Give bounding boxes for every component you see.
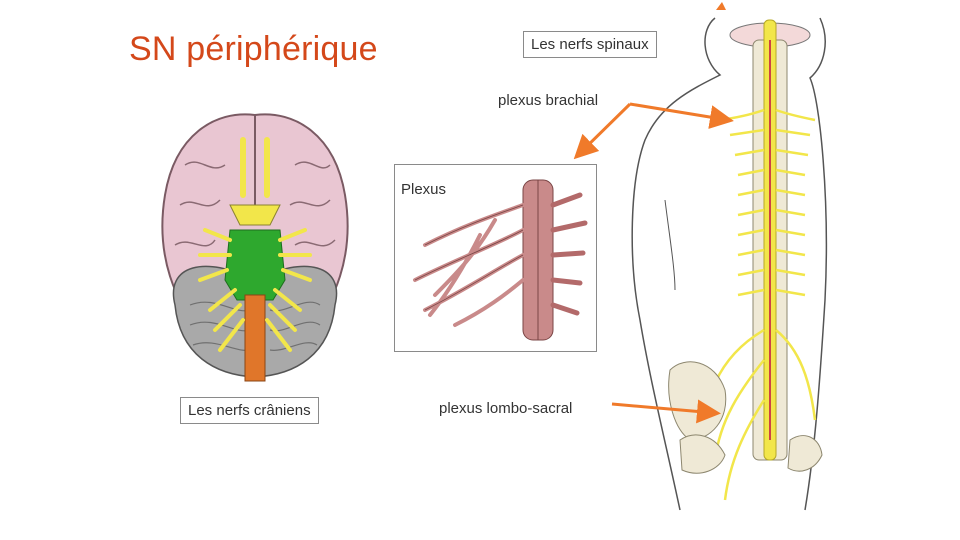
label-lumbosacral-plexus: plexus lombo-sacral [439,400,573,417]
plexus-panel: Plexus [394,164,597,352]
label-cranial-nerves: Les nerfs crâniens [180,397,319,424]
arrow-brachial-to-body [629,102,734,129]
slide-title: SN périphérique [129,30,378,68]
arrow-lumbosacral [611,399,721,424]
label-spinal-nerves: Les nerfs spinaux [523,31,657,58]
arrow-top-tip [716,2,726,10]
arrow-brachial-to-plexus [573,102,632,160]
label-brachial-plexus: plexus brachial [498,92,599,109]
plexus-panel-label: Plexus [401,181,447,198]
spinal-cord-body-illustration [631,17,828,511]
plexus-illustration [413,179,588,341]
brain-inferior-view-illustration [161,113,349,382]
